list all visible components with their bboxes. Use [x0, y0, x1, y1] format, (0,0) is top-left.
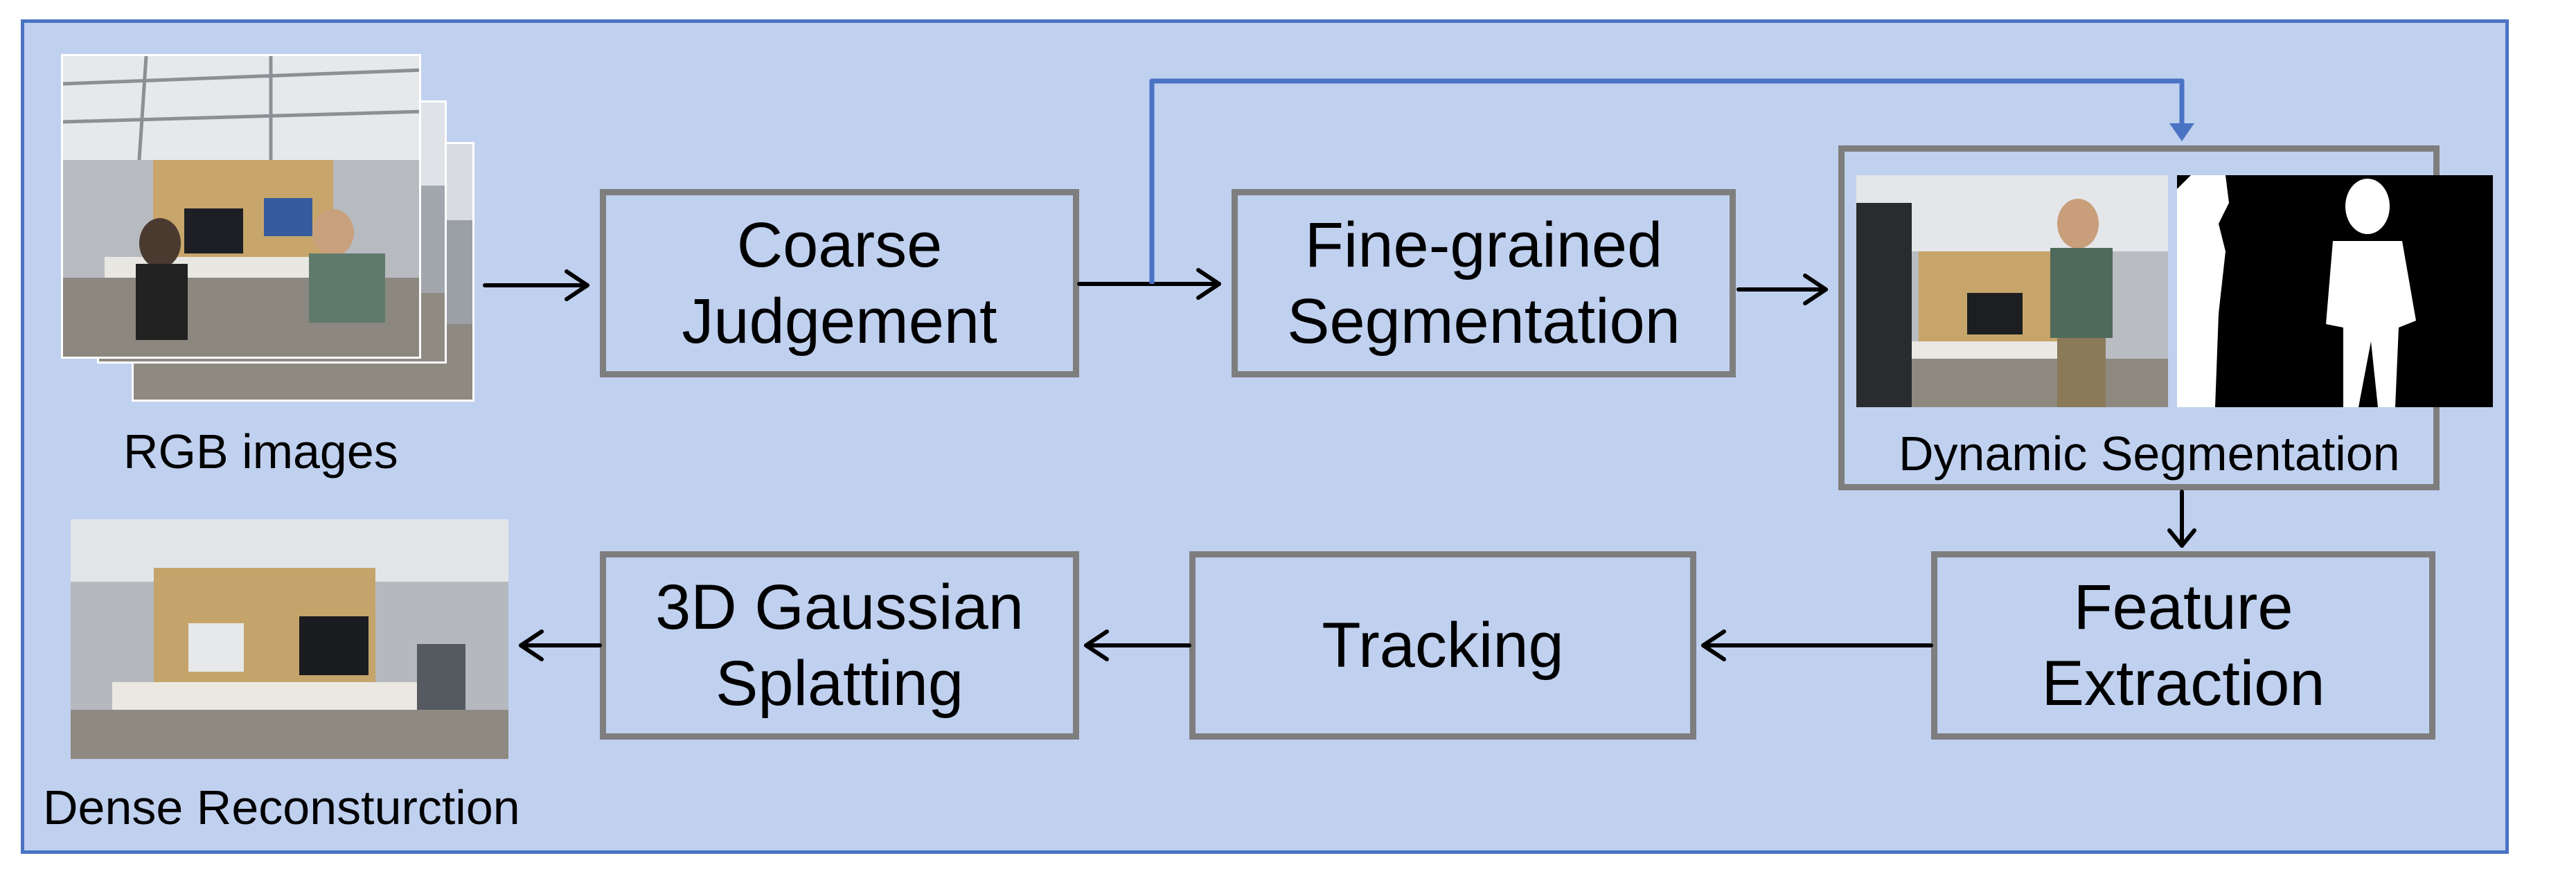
- dynamic-segmentation-box: Dynamic Segmentation: [1838, 145, 2493, 490]
- arrow-feature-to-tracking: [1701, 629, 1933, 661]
- arrow-tracking-to-gaussian: [1084, 629, 1191, 661]
- arrow-dynamic-to-feature: [2167, 490, 2196, 548]
- arrow-coarse-to-fine: [1077, 268, 1221, 300]
- tracking-line1: Tracking: [1322, 609, 1564, 681]
- dense-reconstruction-photo: [71, 519, 508, 759]
- rgb-image-front: [61, 54, 421, 359]
- feature-line1: Feature: [2073, 571, 2293, 643]
- arrow-rgb-to-coarse: [483, 269, 589, 301]
- arrow-gaussian-to-dense: [519, 629, 602, 661]
- coarse-line1: Coarse: [736, 209, 943, 280]
- arrow-fine-to-dynamic: [1736, 274, 1828, 305]
- fine-line2: Segmentation: [1287, 286, 1680, 357]
- feature-line2: Extraction: [2041, 648, 2325, 719]
- dynamic-segmentation-caption: Dynamic Segmentation: [1899, 427, 2400, 481]
- feedback-arrowhead: [2169, 123, 2194, 141]
- fine-line1: Fine-grained: [1304, 209, 1663, 280]
- gaussian-line1: 3D Gaussian: [655, 571, 1024, 643]
- coarse-line2: Judgement: [682, 286, 997, 357]
- gaussian-line2: Splatting: [715, 648, 964, 719]
- rgb-images-caption: RGB images: [123, 424, 398, 479]
- tracking-box: Tracking: [1189, 551, 1696, 740]
- dynamic-scene-photo: [1856, 175, 2168, 407]
- person-mask-image: [2177, 175, 2493, 407]
- feedback-arrow: [1149, 78, 2185, 284]
- dense-reconstruction-caption: Dense Reconsturction: [43, 780, 520, 834]
